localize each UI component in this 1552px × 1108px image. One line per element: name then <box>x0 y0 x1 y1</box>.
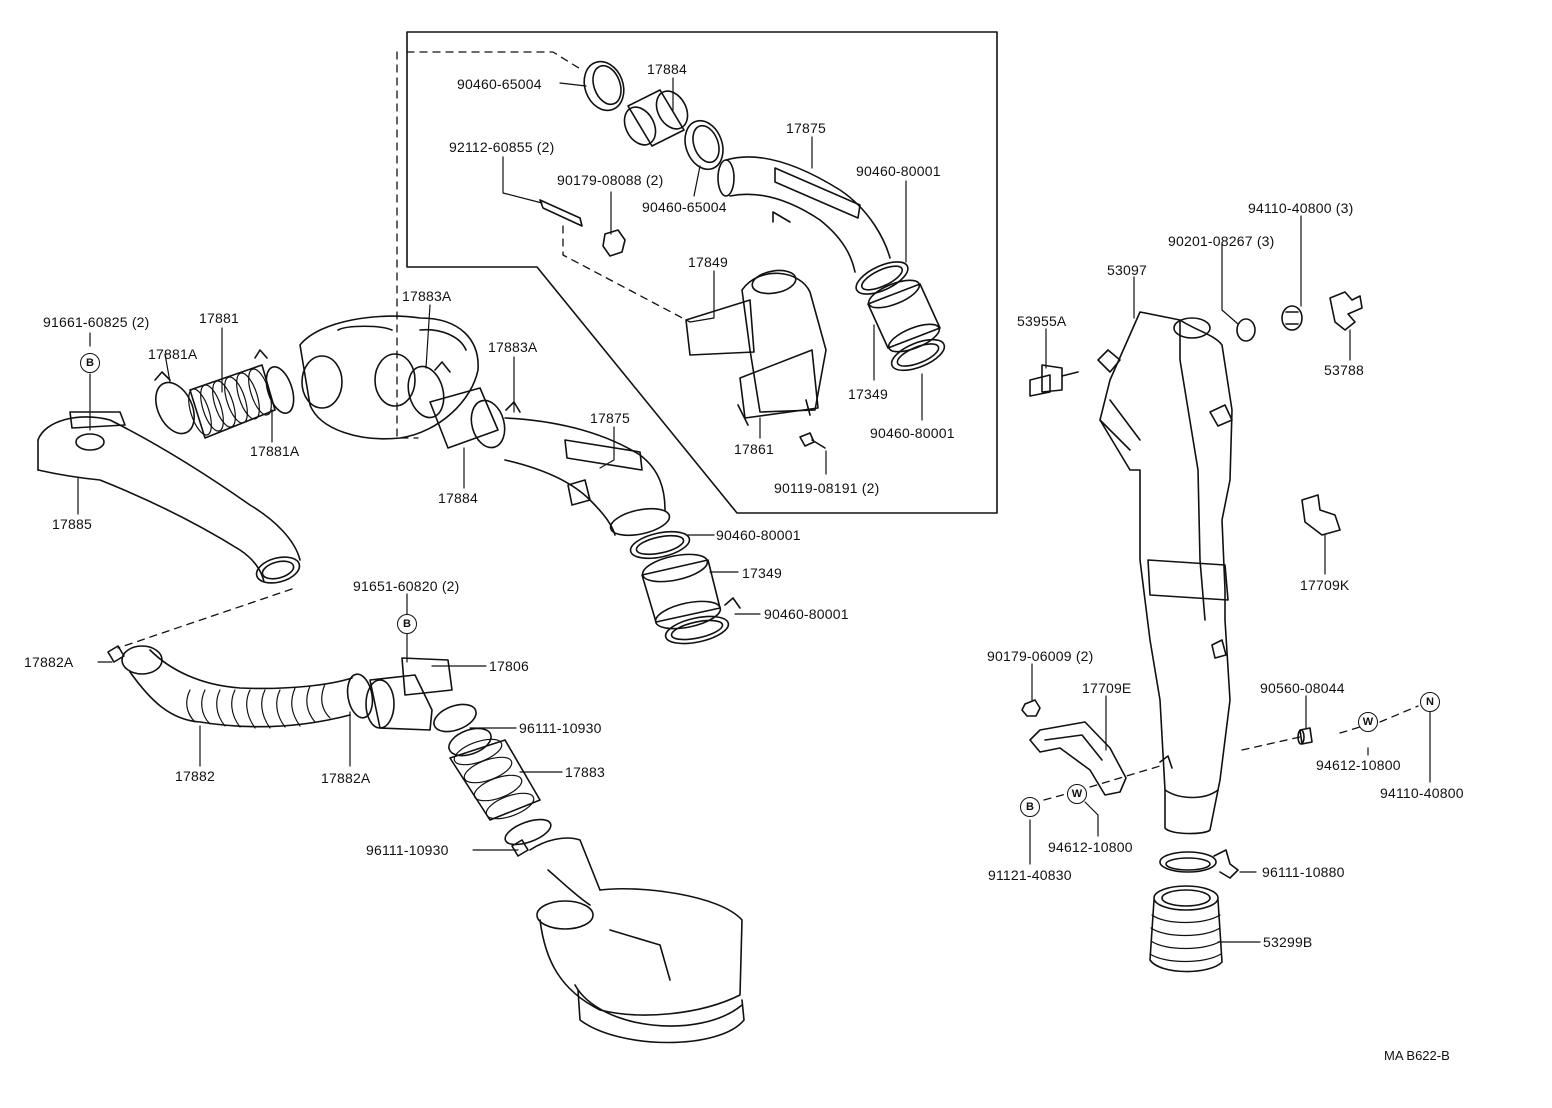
label-17883a-1[interactable]: 17883A <box>402 288 452 304</box>
label-17349-top[interactable]: 17349 <box>848 386 888 402</box>
label-17709k[interactable]: 17709K <box>1300 577 1350 593</box>
label-17883[interactable]: 17883 <box>565 764 605 780</box>
label-53097[interactable]: 53097 <box>1107 262 1147 278</box>
label-53299b[interactable]: 53299B <box>1263 934 1313 950</box>
label-17881a-2[interactable]: 17881A <box>250 443 300 459</box>
label-17875-top[interactable]: 17875 <box>786 120 826 136</box>
label-17349-mid[interactable]: 17349 <box>742 565 782 581</box>
label-91661-60825[interactable]: 91661-60825 (2) <box>43 314 150 330</box>
lower-assembly <box>107 645 745 1044</box>
marker-n: N <box>1420 692 1440 712</box>
label-90460-80001-mid2[interactable]: 90460-80001 <box>764 606 849 622</box>
label-17881a-1[interactable]: 17881A <box>148 346 198 362</box>
marker-w-right: W <box>1358 712 1378 732</box>
label-90560-08044[interactable]: 90560-08044 <box>1260 680 1345 696</box>
label-17882[interactable]: 17882 <box>175 768 215 784</box>
label-94612-10800-right[interactable]: 94612-10800 <box>1316 757 1401 773</box>
label-17849[interactable]: 17849 <box>688 254 728 270</box>
left-assembly <box>37 315 741 645</box>
label-90179-06009[interactable]: 90179-06009 (2) <box>987 648 1094 664</box>
label-90179-08088[interactable]: 90179-08088 (2) <box>557 172 664 188</box>
label-17806[interactable]: 17806 <box>489 658 529 674</box>
label-90460-80001-mid1[interactable]: 90460-80001 <box>716 527 801 543</box>
diagram-reference-code: MA B622-B <box>1384 1048 1450 1063</box>
inset-box <box>406 31 998 514</box>
label-91121-40830[interactable]: 91121-40830 <box>988 867 1072 883</box>
right-assembly <box>1021 291 1363 973</box>
leader-lines <box>77 77 1431 943</box>
label-90119-08191[interactable]: 90119-08191 (2) <box>774 480 880 496</box>
label-53788[interactable]: 53788 <box>1324 362 1364 378</box>
marker-b-mid: B <box>397 614 417 634</box>
marker-b-left: B <box>80 353 100 373</box>
dashed-lines <box>117 51 1419 801</box>
label-17875-mid[interactable]: 17875 <box>590 410 630 426</box>
label-96111-10880[interactable]: 96111-10880 <box>1262 864 1345 880</box>
label-94110-40800[interactable]: 94110-40800 <box>1380 785 1464 801</box>
label-94110-40800-3[interactable]: 94110-40800 (3) <box>1248 200 1354 216</box>
label-17709e[interactable]: 17709E <box>1082 680 1132 696</box>
label-17881[interactable]: 17881 <box>199 310 239 326</box>
label-17884-top[interactable]: 17884 <box>647 61 687 77</box>
label-90460-65004-top[interactable]: 90460-65004 <box>457 76 542 92</box>
label-17882a-1[interactable]: 17882A <box>24 654 74 670</box>
label-90460-80001-top2[interactable]: 90460-80001 <box>870 425 955 441</box>
label-94612-10800-left[interactable]: 94612-10800 <box>1048 839 1133 855</box>
label-90460-65004-mid[interactable]: 90460-65004 <box>642 199 727 215</box>
label-91651-60820[interactable]: 91651-60820 (2) <box>353 578 460 594</box>
label-96111-10930-2[interactable]: 96111-10930 <box>366 842 449 858</box>
label-96111-10930-1[interactable]: 96111-10930 <box>519 720 602 736</box>
marker-b-right: B <box>1020 797 1040 817</box>
label-17861[interactable]: 17861 <box>734 441 774 457</box>
label-90201-08267[interactable]: 90201-08267 (3) <box>1168 233 1275 249</box>
label-90460-80001-top1[interactable]: 90460-80001 <box>856 163 941 179</box>
marker-w-left: W <box>1067 784 1087 804</box>
label-17885[interactable]: 17885 <box>52 516 92 532</box>
label-53955a[interactable]: 53955A <box>1017 313 1067 329</box>
label-17883a-2[interactable]: 17883A <box>488 339 538 355</box>
label-17884-mid[interactable]: 17884 <box>438 490 478 506</box>
inset-parts <box>539 60 946 449</box>
label-17882a-2[interactable]: 17882A <box>321 770 371 786</box>
label-92112-60855[interactable]: 92112-60855 (2) <box>449 139 555 155</box>
